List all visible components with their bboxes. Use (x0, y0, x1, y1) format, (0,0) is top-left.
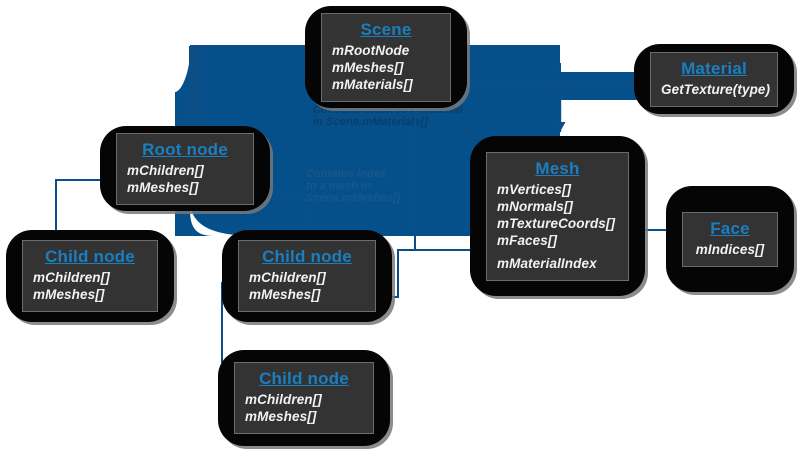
field-childmid-mmeshes: mMeshes[] (249, 287, 321, 302)
field-scene-mrootnode: mRootNode (332, 42, 410, 58)
field-scene-mmeshes: mMeshes[] (332, 59, 404, 75)
node-child-node-left-fields: mChildren[] mMeshes[] (33, 269, 147, 303)
node-material-title: Material (681, 58, 747, 78)
node-mesh-card: Mesh mVertices[] mNormals[] mTextureCoor… (486, 151, 629, 281)
note-material-index-line2: in Scene.mMaterials[] (313, 116, 429, 128)
field-childleft-mmeshes: mMeshes[] (33, 287, 105, 302)
field-rootnode-mchildren: mChildren[] (127, 162, 204, 178)
node-scene-title: Scene (360, 19, 412, 39)
note-mesh-index-line1: Contains index (306, 168, 387, 180)
note-mesh-index: Contains index to a mesh in Scene.mMeshe… (306, 168, 400, 204)
field-mesh-mvertices: mVertices[] (497, 181, 572, 197)
node-root-node-fields: mChildren[] mMeshes[] (127, 162, 243, 196)
note-mesh-index-line2: to a mesh in (306, 180, 372, 192)
node-material[interactable]: Material GetTexture(type) (634, 44, 794, 114)
node-root-node-title: Root node (142, 139, 228, 159)
node-face-card: Face mIndices[] (682, 211, 778, 267)
node-child-node-left[interactable]: Child node mChildren[] mMeshes[] (6, 230, 174, 322)
node-material-fields: GetTexture(type) (661, 81, 771, 98)
node-scene-fields: mRootNode mMeshes[] mMaterials[] (332, 42, 440, 93)
node-child-node-left-card: Child node mChildren[] mMeshes[] (22, 240, 158, 312)
node-root-node-card: Root node mChildren[] mMeshes[] (116, 132, 254, 205)
node-scene-card: Scene mRootNode mMeshes[] mMaterials[] (321, 12, 451, 102)
node-scene[interactable]: Scene mRootNode mMeshes[] mMaterials[] (305, 6, 467, 108)
node-mesh[interactable]: Mesh mVertices[] mNormals[] mTextureCoor… (470, 136, 645, 296)
field-childmid-mchildren: mChildren[] (249, 270, 326, 285)
node-child-node-middle[interactable]: Child node mChildren[] mMeshes[] (222, 230, 392, 322)
field-childbot-mmeshes: mMeshes[] (245, 409, 317, 424)
node-mesh-title: Mesh (535, 158, 580, 178)
node-child-node-bottom-title: Child node (259, 369, 349, 388)
field-material-gettexture: GetTexture(type) (661, 81, 771, 97)
node-child-node-left-title: Child node (45, 247, 135, 266)
node-child-node-bottom-fields: mChildren[] mMeshes[] (245, 391, 363, 425)
field-rootnode-mmeshes: mMeshes[] (127, 179, 199, 195)
node-mesh-fields: mVertices[] mNormals[] mTextureCoords[] … (497, 181, 618, 272)
node-child-node-middle-title: Child node (262, 247, 352, 266)
node-child-node-middle-fields: mChildren[] mMeshes[] (249, 269, 365, 303)
node-child-node-bottom[interactable]: Child node mChildren[] mMeshes[] (218, 350, 390, 446)
node-face[interactable]: Face mIndices[] (666, 186, 794, 292)
note-mesh-index-line3: Scene.mMeshes[] (306, 192, 401, 204)
field-mesh-mfaces: mFaces[] (497, 232, 558, 248)
field-childleft-mchildren: mChildren[] (33, 270, 110, 285)
field-mesh-mtexturecoords: mTextureCoords[] (497, 215, 616, 231)
node-root-node[interactable]: Root node mChildren[] mMeshes[] (100, 126, 270, 211)
field-mesh-mmaterialindex: mMaterialIndex (497, 255, 597, 271)
node-child-node-middle-card: Child node mChildren[] mMeshes[] (238, 240, 376, 312)
node-face-fields: mIndices[] (693, 241, 767, 258)
field-face-mindices: mIndices[] (695, 241, 765, 257)
field-childbot-mchildren: mChildren[] (245, 392, 322, 407)
node-material-card: Material GetTexture(type) (650, 51, 778, 107)
node-face-title: Face (710, 218, 750, 238)
node-child-node-bottom-card: Child node mChildren[] mMeshes[] (234, 362, 374, 434)
field-scene-mmaterials: mMaterials[] (332, 76, 413, 92)
field-mesh-mnormals: mNormals[] (497, 198, 574, 214)
